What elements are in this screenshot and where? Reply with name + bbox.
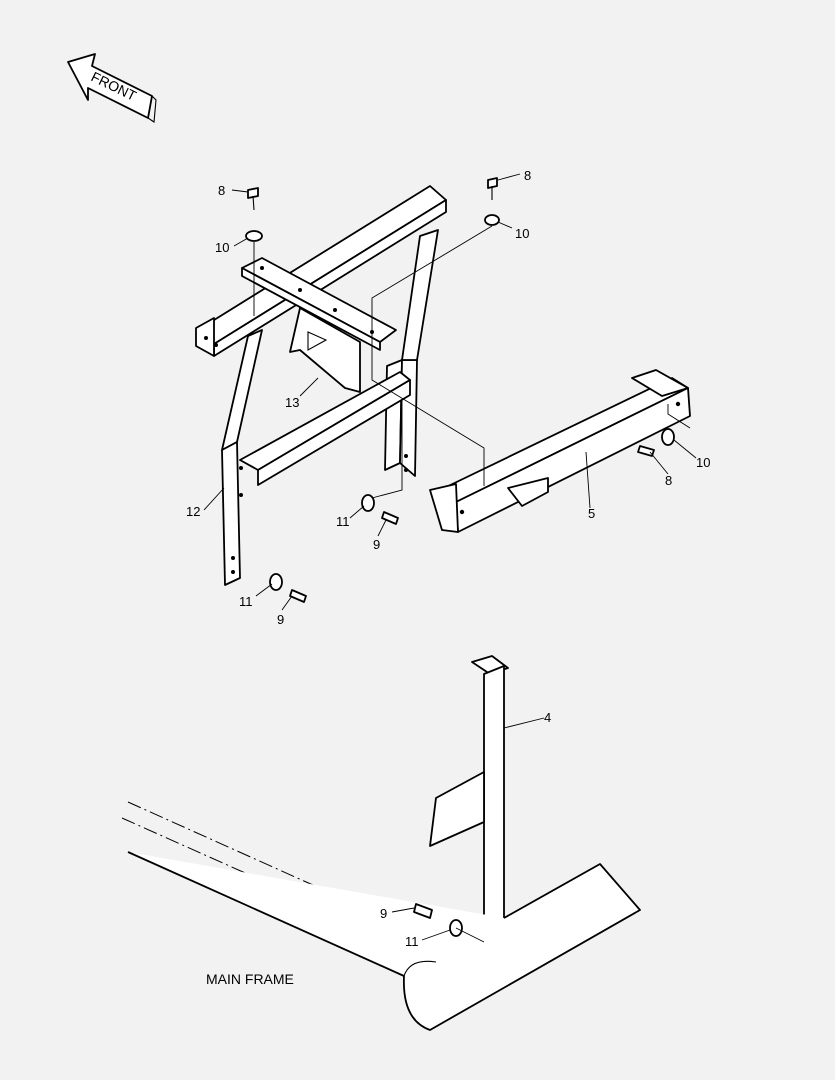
- callout-9-bottom: 9: [380, 906, 387, 921]
- front-arrow: FRONT: [67, 53, 157, 123]
- callout-10-right: 10: [696, 455, 710, 470]
- part-12-upright-frame: [195, 185, 447, 586]
- part-5-crossbar: [429, 369, 691, 533]
- callout-5: 5: [588, 506, 595, 521]
- callout-9-center: 9: [373, 537, 380, 552]
- callout-4: 4: [544, 710, 551, 725]
- callout-11-bottom: 11: [405, 934, 419, 949]
- callout-8-top-right: 8: [524, 168, 531, 183]
- callout-8-right: 8: [665, 473, 672, 488]
- callout-11-center: 11: [336, 514, 350, 529]
- part-4-post: [429, 655, 509, 963]
- main-frame-label: MAIN FRAME: [206, 971, 294, 987]
- callout-8-top-left: 8: [218, 183, 225, 198]
- part-13-bracket: [241, 257, 397, 393]
- callout-9-left: 9: [277, 612, 284, 627]
- leader-lines: [203, 173, 697, 943]
- callout-11-left: 11: [239, 594, 253, 609]
- callout-10-top-right: 10: [515, 226, 529, 241]
- callout-12: 12: [186, 504, 200, 519]
- callouts: 8 10 8 10 13 12 11 9 11 9 5 10 8 4 9 11: [186, 168, 710, 949]
- callout-13: 13: [285, 395, 299, 410]
- callout-10-top-left: 10: [215, 240, 229, 255]
- main-frame: [121, 801, 641, 1031]
